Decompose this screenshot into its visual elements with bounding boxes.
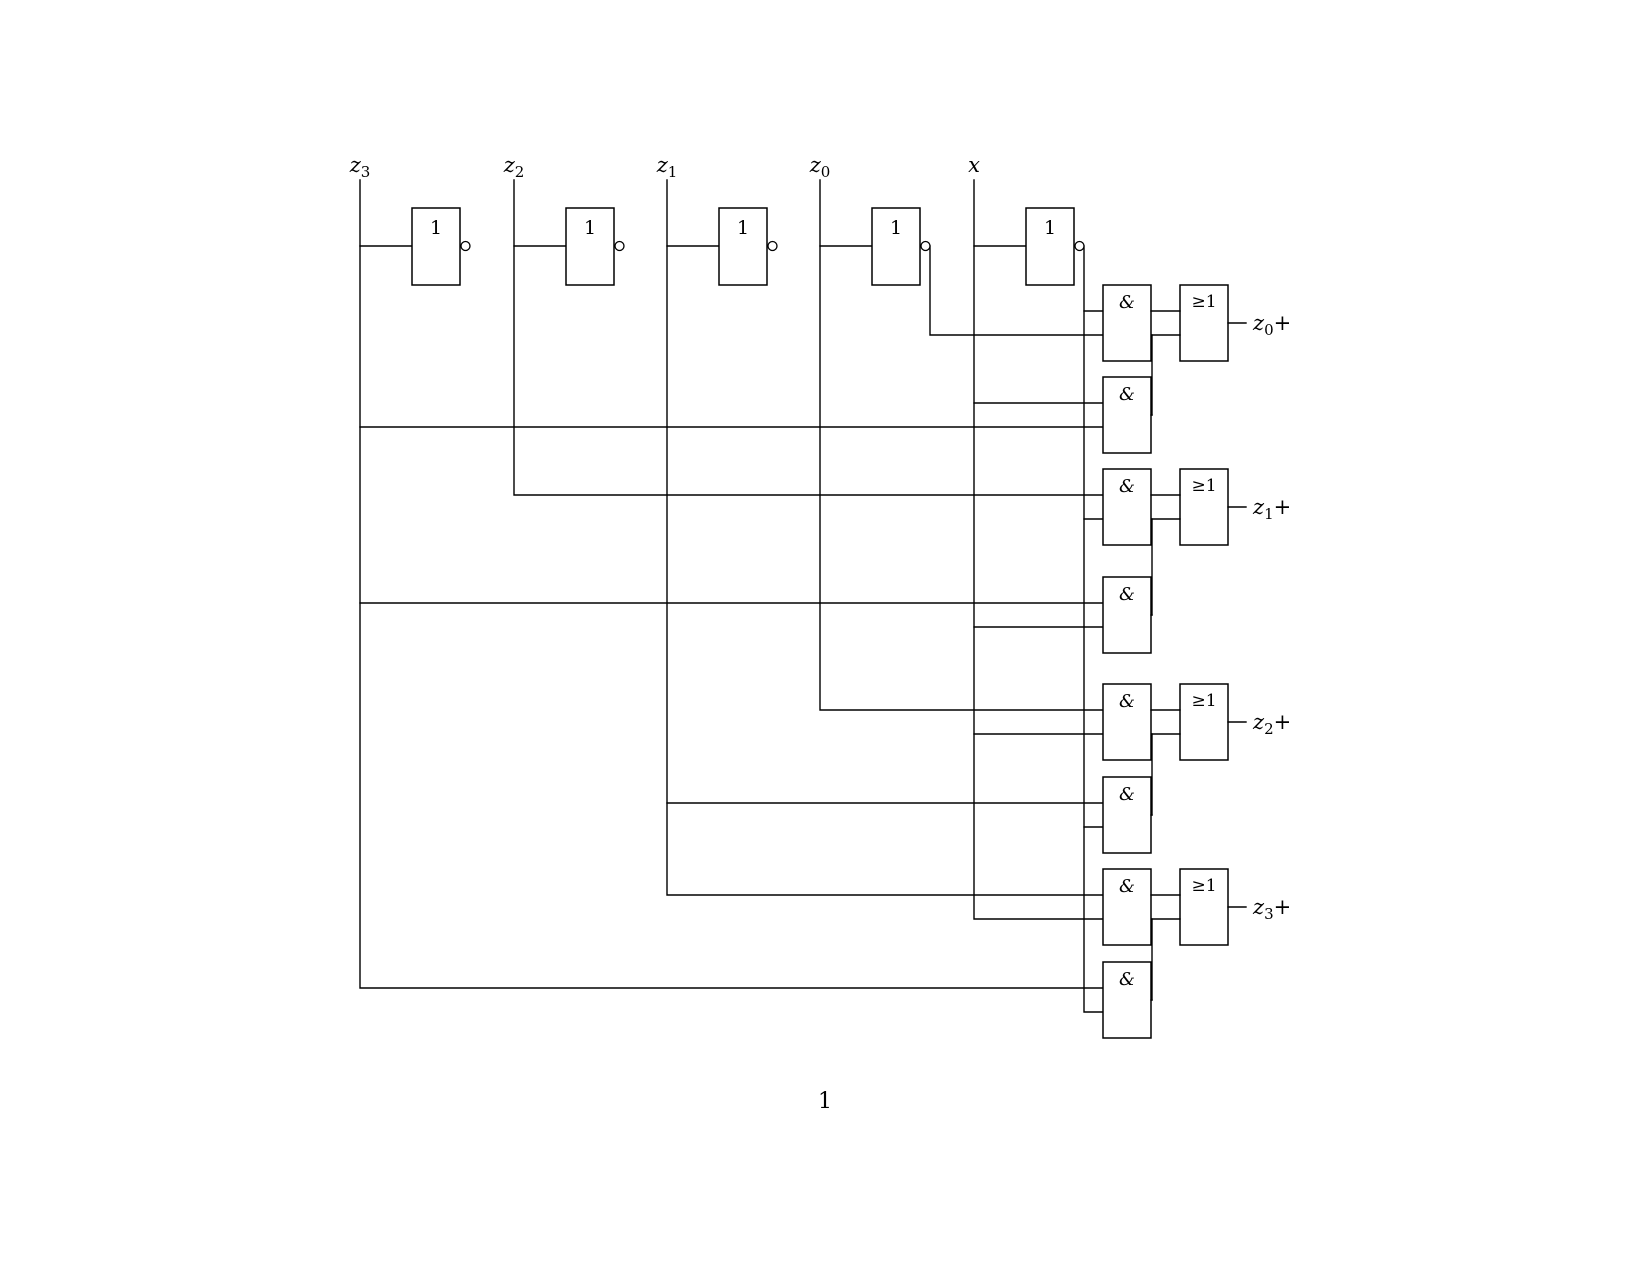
input-label-z2: z2 bbox=[503, 153, 525, 181]
output-label-z3-next: z3+ bbox=[1252, 895, 1291, 923]
inverter-z2-label: 1 bbox=[584, 217, 596, 239]
inverter-x-label: 1 bbox=[1044, 217, 1056, 239]
wire-not-x-main bbox=[1083, 245, 1104, 1013]
or-gate-z2-label: ≥1 bbox=[1191, 691, 1216, 711]
inverter-z3-bubble-icon bbox=[460, 240, 471, 252]
inverter-z2-body bbox=[565, 207, 615, 286]
group-z3-next: & & ≥1 z3+ bbox=[1102, 868, 1291, 1039]
inverter-x-body bbox=[1025, 207, 1075, 286]
output-label-z2-next: z2+ bbox=[1252, 710, 1291, 738]
inverter-z1: 1 bbox=[666, 207, 778, 286]
and-gate-z2-lower bbox=[1102, 776, 1152, 854]
or-gate-z2 bbox=[1179, 683, 1229, 761]
inverter-x: 1 bbox=[973, 207, 1085, 286]
inverter-z1-body bbox=[718, 207, 768, 286]
group-z0-next: & & ≥1 z0+ bbox=[1102, 284, 1291, 454]
input-label-z3: z3 bbox=[349, 153, 371, 181]
and-gate-z3-lower bbox=[1102, 961, 1152, 1039]
page-number: 1 bbox=[818, 1089, 832, 1114]
and-gate-z3-upper-label: & bbox=[1119, 876, 1135, 897]
and-gate-z2-upper bbox=[1102, 683, 1152, 761]
and-gate-z0-upper-label: & bbox=[1119, 292, 1135, 313]
and-gate-z1-upper bbox=[1102, 468, 1152, 546]
and-gate-z1-lower bbox=[1102, 576, 1152, 654]
and-gate-z0-lower-label: & bbox=[1119, 384, 1135, 405]
wire-z2-main bbox=[513, 179, 1104, 496]
inverter-z2-bubble-icon bbox=[614, 240, 625, 252]
output-label-z0-next: z0+ bbox=[1252, 311, 1291, 339]
inverter-z2: 1 bbox=[513, 207, 625, 286]
and-gate-z2-upper-label: & bbox=[1119, 691, 1135, 712]
wire-z3-main bbox=[359, 179, 1104, 989]
and-gate-z2-lower-label: & bbox=[1119, 784, 1135, 805]
group-z1-next: & & ≥1 z1+ bbox=[1102, 468, 1291, 654]
inverter-x-bubble-icon bbox=[1074, 240, 1085, 252]
input-label-z1: z1 bbox=[656, 153, 678, 181]
output-label-z1-next: z1+ bbox=[1252, 495, 1291, 523]
inverter-z0-label: 1 bbox=[890, 217, 902, 239]
and-gate-z1-upper-label: & bbox=[1119, 476, 1135, 497]
and-gate-z3-lower-label: & bbox=[1119, 969, 1135, 990]
input-rails bbox=[359, 179, 1104, 989]
and-gate-z1-lower-label: & bbox=[1119, 584, 1135, 605]
input-label-x: x bbox=[968, 153, 980, 177]
wire-z1-main bbox=[666, 179, 1104, 896]
inverter-z3-label: 1 bbox=[430, 217, 442, 239]
wire-not-z0 bbox=[929, 245, 1104, 336]
or-gate-z1 bbox=[1179, 468, 1229, 546]
inverter-output-wires bbox=[929, 245, 1104, 1013]
or-gate-z0 bbox=[1179, 284, 1229, 362]
and-gate-z3-upper bbox=[1102, 868, 1152, 946]
or-gate-z1-label: ≥1 bbox=[1191, 476, 1216, 496]
or-gate-z0-label: ≥1 bbox=[1191, 292, 1216, 312]
inverter-z0: 1 bbox=[819, 207, 931, 286]
inverter-z1-bubble-icon bbox=[767, 240, 778, 252]
inverter-z3: 1 bbox=[359, 207, 471, 286]
inverter-z3-body bbox=[411, 207, 461, 286]
group-z2-next: & & ≥1 z2+ bbox=[1102, 683, 1291, 854]
or-gate-z3 bbox=[1179, 868, 1229, 946]
inverter-z0-body bbox=[871, 207, 921, 286]
input-label-z0: z0 bbox=[809, 153, 831, 181]
and-gate-z0-upper bbox=[1102, 284, 1152, 362]
wire-z0-main bbox=[819, 179, 1104, 711]
inverter-z1-label: 1 bbox=[737, 217, 749, 239]
inverter-z0-bubble-icon bbox=[920, 240, 931, 252]
or-gate-z3-label: ≥1 bbox=[1191, 876, 1216, 896]
